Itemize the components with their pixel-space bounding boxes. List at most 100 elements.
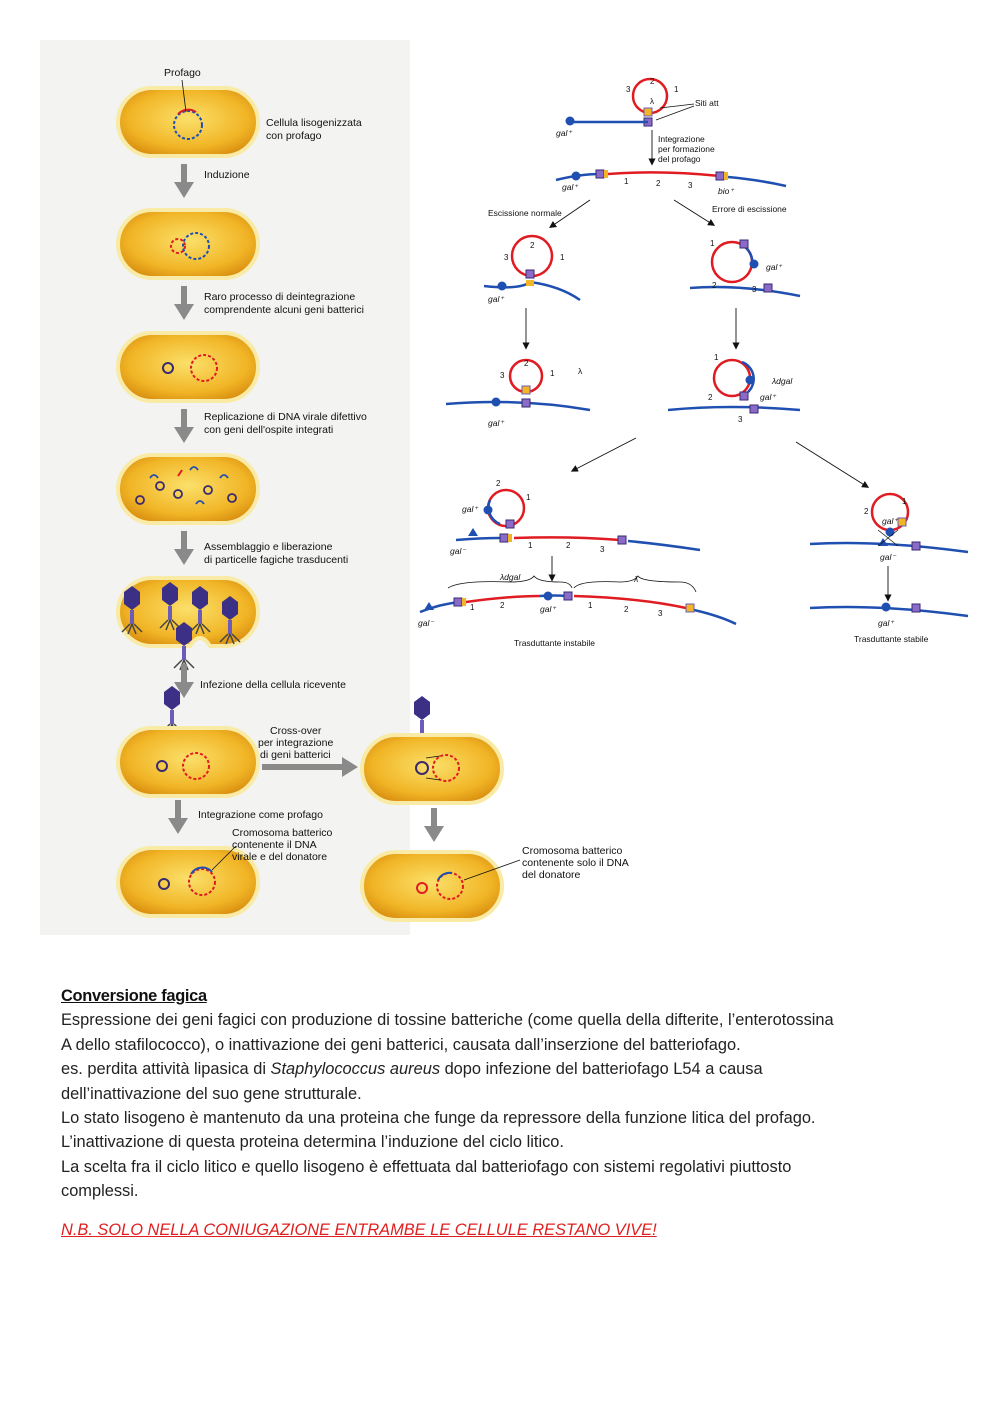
arrow-down (174, 664, 194, 698)
note-warning: N.B. SOLO NELLA CONIUGAZIONE ENTRAMBE LE… (61, 1220, 657, 1239)
label-step4-a: Assemblaggio e liberazione (204, 541, 333, 553)
label-num: 3 (688, 181, 693, 190)
label-integrazione-c: del profago (658, 154, 701, 164)
example-suffix: dopo infezione del batteriofago L54 a ca… (440, 1060, 763, 1079)
paragraph-line-example: es. perdita attività lipasica di Staphyl… (61, 1057, 961, 1081)
arrow-down (168, 800, 188, 834)
stable-chromosome (809, 602, 969, 618)
label-step2-b: comprendente alcuni geni batterici (204, 304, 364, 316)
label-crossover-b: per integrazione (258, 737, 333, 749)
label-step2-a: Raro processo di deintegrazione (204, 291, 355, 303)
label-lambda: λ (650, 97, 654, 106)
label-gal-minus: gal⁻ (450, 546, 467, 556)
label-integrazione: Integrazione come profago (198, 809, 323, 821)
label-crom-left-a: Cromosoma batterico (232, 827, 333, 839)
label-num: 2 (566, 541, 571, 550)
arrow-down (174, 164, 194, 198)
integrated-chromosome (555, 169, 787, 188)
cell-lysogenic (116, 86, 260, 158)
transduction-figure: Profago Cellula lisogenizzata con profag… (40, 40, 970, 935)
label-num: 2 (624, 605, 629, 614)
label-gal-plus: gal⁺ (556, 128, 573, 138)
label-num: 1 (714, 353, 719, 362)
label-num: 2 (712, 281, 717, 290)
label-num: 2 (864, 507, 869, 516)
label-num: 2 (708, 393, 713, 402)
cell-crossover (360, 733, 504, 805)
label-gal-plus: gal⁺ (882, 516, 899, 526)
normal-excision-loop (483, 234, 581, 302)
label-num: 1 (560, 253, 565, 262)
label-num: 1 (526, 493, 531, 502)
label-num: 1 (710, 239, 715, 248)
arrow-down (424, 808, 444, 842)
label-crossover-a: Cross-over (270, 725, 322, 737)
brace-lambda-dgal (447, 575, 573, 589)
label-step3-a: Replicazione di DNA virale difettivo (204, 411, 367, 423)
paragraph-line: A dello stafilococco), o inattivazione d… (61, 1035, 741, 1054)
label-profago: Profago (164, 67, 201, 79)
label-crom-left-b: contenente il DNA (232, 839, 317, 851)
unstable-chromosome (419, 591, 737, 626)
label-num: 1 (550, 369, 555, 378)
stable-crossover (809, 492, 969, 554)
unstable-integration (455, 488, 701, 552)
label-num: 3 (738, 415, 743, 424)
paragraph-line: dell’inattivazione del suo gene struttur… (61, 1084, 362, 1103)
brace-lambda (573, 575, 697, 593)
label-gal-plus: gal⁺ (488, 418, 505, 428)
label-gal-plus: gal⁺ (766, 262, 783, 272)
label-gal-minus: gal⁻ (880, 552, 897, 562)
label-escissione-normale: Escissione normale (488, 208, 562, 218)
paragraph-line: Lo stato lisogeno è mantenuto da una pro… (61, 1109, 816, 1128)
label-infezione: Infezione della cellula ricevente (200, 679, 346, 691)
label-bio-plus: bio⁺ (718, 186, 735, 196)
paragraph-line: complessi. (61, 1182, 139, 1201)
paragraph-line: Espressione dei geni fagici con produzio… (61, 1011, 834, 1030)
label-num: 1 (624, 177, 629, 186)
label-num: 3 (504, 253, 509, 262)
label-lambda: λ (578, 366, 583, 376)
right-figure-background (410, 60, 970, 670)
label-num: 3 (658, 609, 663, 618)
label-num: 1 (528, 541, 533, 550)
label-num: 2 (496, 479, 501, 488)
label-crom-left-c: virale e del donatore (232, 851, 327, 863)
label-crom-right-a: Cromosoma batterico (522, 845, 623, 857)
text-section: Conversione fagica Espressione dei geni … (61, 984, 961, 1242)
label-num: 2 (650, 77, 655, 86)
paragraph-line: La scelta fra il ciclo litico e quello l… (61, 1157, 792, 1176)
cell-recipient (116, 726, 260, 798)
label-crossover-c: di geni batterici (260, 749, 331, 761)
label-siti-att: Siti att (695, 98, 719, 108)
label-num: 3 (752, 285, 757, 294)
label-trasduttante-instabile: Trasduttante instabile (514, 638, 595, 648)
profago-pointer (181, 79, 187, 113)
arrow-down (174, 409, 194, 443)
label-gal-plus: gal⁺ (760, 392, 777, 402)
label-num: 1 (470, 603, 475, 612)
label-step1-a: Cellula lisogenizzata (266, 117, 362, 129)
cell-excision (116, 208, 260, 280)
error-excision-loop (689, 239, 801, 298)
cell-final-left (116, 846, 260, 918)
label-trasduttante-stabile: Trasduttante stabile (854, 634, 929, 644)
cell-lysis (116, 576, 260, 671)
arrow-right (262, 757, 358, 777)
label-num: 2 (524, 359, 529, 368)
example-prefix: es. perdita attività lipasica di (61, 1060, 271, 1079)
label-lambda-dgal: λdgal (499, 572, 521, 582)
cell-final-right (360, 850, 504, 922)
label-num: 1 (588, 601, 593, 610)
lambda-dgal (667, 358, 801, 414)
label-lambda-dgal: λdgal (771, 376, 793, 386)
label-step1-b: con profago (266, 130, 322, 142)
lambda-free (445, 358, 591, 412)
label-induzione: Induzione (204, 169, 250, 181)
species-name: Staphylococcus aureus (270, 1060, 441, 1079)
label-num: 3 (626, 85, 631, 94)
label-gal-minus: gal⁻ (418, 618, 435, 628)
label-gal-plus: gal⁺ (878, 618, 895, 628)
label-crom-right-b: contenente solo il DNA (522, 857, 629, 869)
phage-lambda-circle (565, 77, 669, 127)
